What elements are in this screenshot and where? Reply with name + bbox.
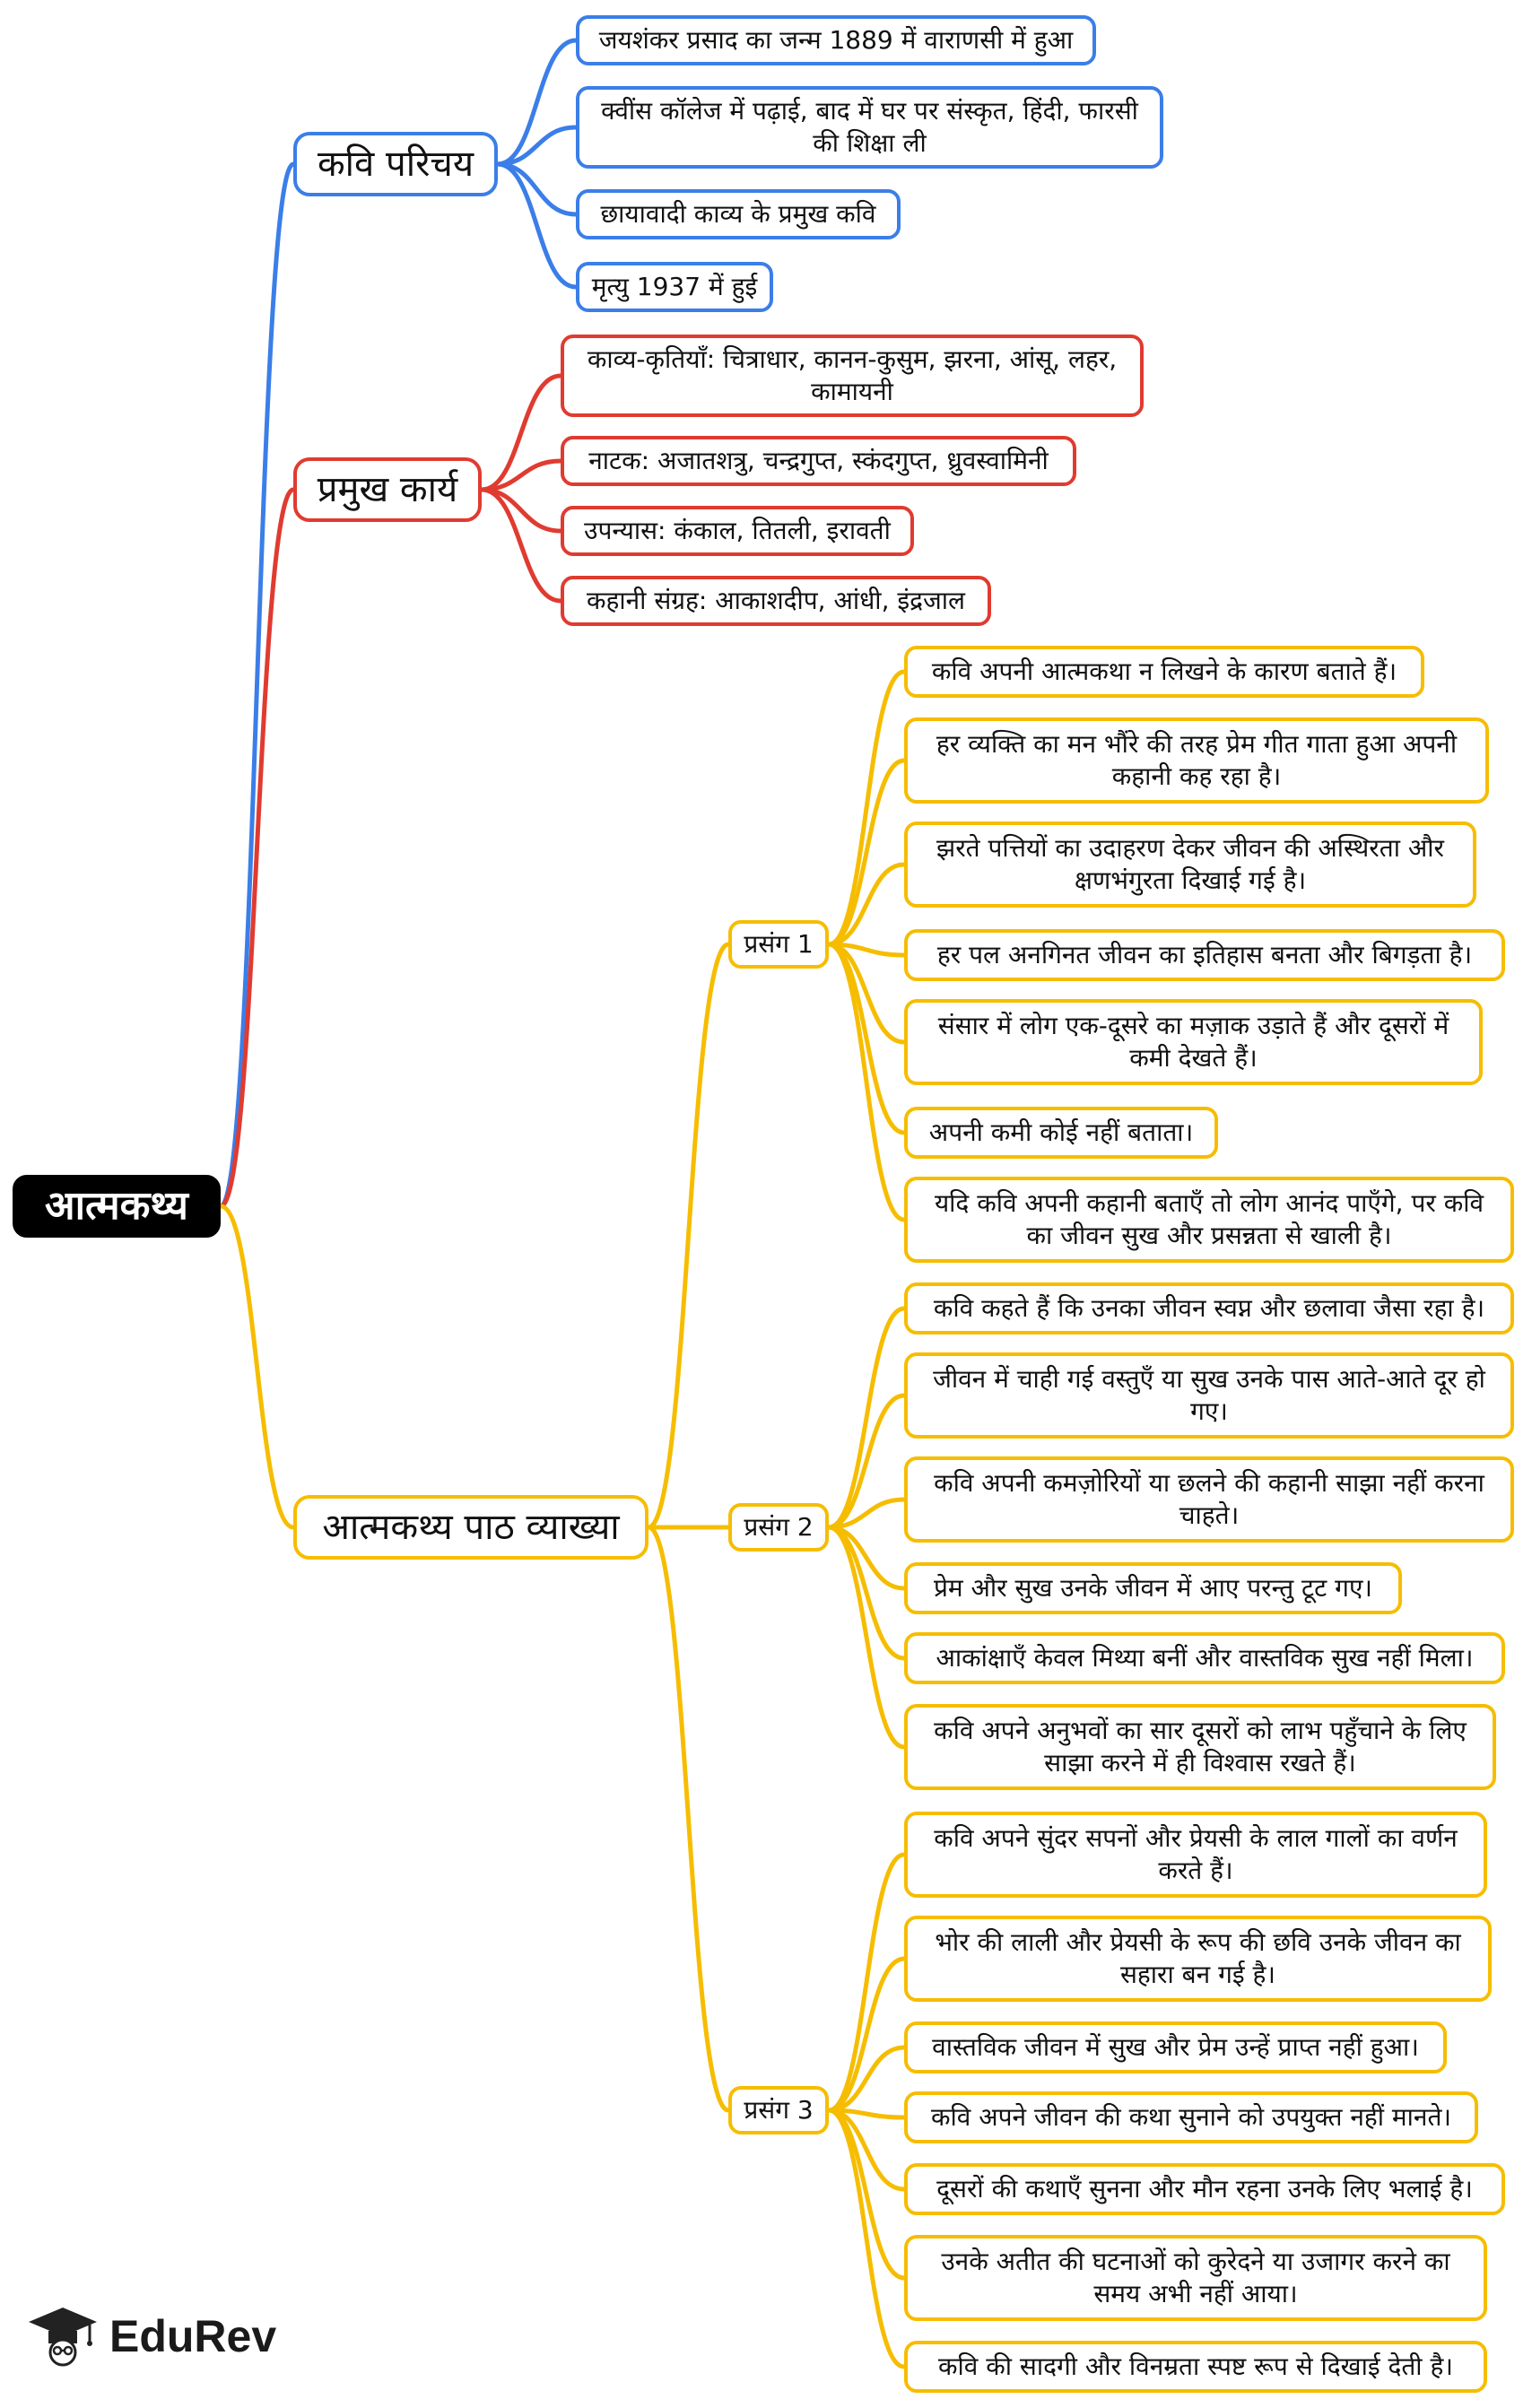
leaf-prasang2-6: कवि अपने अनुभवों का सार दूसरों को लाभ पह… [904, 1704, 1496, 1790]
leaf-prasang2-2: जीवन में चाही गई वस्तुएँ या सुख उनके पास… [904, 1352, 1514, 1439]
connector-b0-leaf-1 [497, 125, 577, 167]
leaf-prasang3-6: उनके अतीत की घटनाओं को कुरेदने या उजागर … [904, 2235, 1487, 2321]
leaf-prasang2-5: आकांक्षाएँ केवल मिथ्या बनीं और वास्तविक … [904, 1632, 1505, 1684]
connector-group1-leaf-3 [828, 1525, 905, 1591]
connector-b1-leaf-1 [481, 458, 561, 492]
leaf-kahani-sangrah: कहानी संग्रह: आकाशदीप, आंधी, इंद्रजाल [561, 576, 991, 626]
leaf-prasang1-6: अपनी कमी कोई नहीं बताता। [904, 1107, 1218, 1159]
leaf-kavya-kritiyan: काव्य-कृतियाँ: चित्राधार, कानन-कुसुम, झर… [561, 335, 1144, 417]
connector-b2-group-0 [647, 942, 730, 1530]
connector-group0-leaf-4 [828, 942, 905, 1045]
leaf-prasang1-7: यदि कवि अपनी कहानी बताएँ तो लोग आनंद पाए… [904, 1177, 1514, 1263]
leaf-prasang1-3: झरते पत्तियों का उदाहरण देकर जीवन की अस्… [904, 822, 1476, 908]
edurev-logo: EduRev [27, 2300, 276, 2372]
connector-b1-leaf-2 [481, 487, 561, 534]
leaf-prasang3-1: कवि अपने सुंदर सपनों और प्रेयसी के लाल ग… [904, 1812, 1487, 1898]
connector-group1-leaf-5 [828, 1525, 905, 1750]
leaf-mrityu: मृत्यु 1937 में हुई [576, 262, 773, 312]
connector-group1-leaf-0 [828, 1306, 905, 1530]
connector-group0-leaf-3 [828, 942, 905, 958]
leaf-prasang3-7: कवि की सादगी और विनम्रता स्पष्ट रूप से द… [904, 2341, 1487, 2393]
leaf-prasang3-2: भोर की लाली और प्रेयसी के रूप की छवि उनक… [904, 1916, 1492, 2002]
connector-b1-leaf-3 [481, 487, 561, 604]
connector-group0-leaf-5 [828, 942, 905, 1135]
connector-root-branch-2 [220, 1204, 294, 1530]
connector-group2-leaf-0 [828, 1852, 905, 2113]
prasang-1: प्रसंग 1 [728, 920, 829, 969]
leaf-janm: जयशंकर प्रसाद का जन्म 1889 में वाराणसी म… [576, 15, 1096, 65]
prasang-2: प्रसंग 2 [728, 1503, 829, 1552]
connector-b0-leaf-3 [497, 161, 577, 290]
connector-group1-leaf-1 [828, 1393, 905, 1530]
connector-group2-leaf-2 [828, 2045, 905, 2113]
connector-group0-leaf-2 [828, 862, 905, 947]
leaf-upanyas: उपन्यास: कंकाल, तितली, इरावती [561, 506, 914, 556]
branch-path-vyakhya: आत्मकथ्य पाठ व्याख्या [293, 1495, 648, 1560]
connector-group1-leaf-2 [828, 1497, 905, 1530]
connector-group1-leaf-4 [828, 1525, 905, 1661]
connector-group2-leaf-6 [828, 2108, 905, 2369]
connector-root-branch-1 [219, 487, 295, 1209]
leaf-prasang3-5: दूसरों की कथाएँ सुनना और मौन रहना उनके ल… [904, 2163, 1505, 2215]
connector-group0-leaf-0 [828, 669, 905, 947]
leaf-prasang2-3: कवि अपनी कमज़ोरियों या छलने की कहानी साझ… [904, 1456, 1514, 1543]
branch-pramukh-karya: प्रमुख कार्य [293, 457, 482, 522]
branch-kavi-parichay: कवि परिचय [293, 132, 498, 196]
connector-root-branch-0 [218, 161, 296, 1209]
leaf-prasang1-1: कवि अपनी आत्मकथा न लिखने के कारण बताते ह… [904, 646, 1424, 698]
leaf-chhayavadi: छायावादी काव्य के प्रमुख कवि [576, 189, 901, 239]
connector-group2-leaf-5 [828, 2108, 905, 2281]
connector-group0-leaf-6 [828, 942, 905, 1222]
leaf-natak: नाटक: अजातशत्रु, चन्द्रगुप्त, स्कंदगुप्त… [561, 436, 1076, 486]
connector-group2-leaf-4 [828, 2108, 905, 2192]
connector-group0-leaf-1 [828, 758, 905, 947]
leaf-prasang2-4: प्रेम और सुख उनके जीवन में आए परन्तु टूट… [904, 1562, 1402, 1614]
prasang-3: प्रसंग 3 [728, 2086, 829, 2134]
graduation-cap-icon [29, 2308, 97, 2367]
connector-b0-leaf-0 [497, 38, 577, 167]
leaf-prasang1-4: हर पल अनगिनत जीवन का इतिहास बनता और बिगड… [904, 929, 1505, 981]
connector-group2-leaf-3 [828, 2108, 905, 2120]
connector-group2-leaf-1 [828, 1956, 905, 2113]
connector-b0-leaf-2 [497, 161, 577, 217]
root-node: आत्मकथ्य [13, 1175, 221, 1238]
leaf-prasang1-2: हर व्यक्ति का मन भौंरे की तरह प्रेम गीत … [904, 717, 1489, 804]
leaf-prasang3-3: वास्तविक जीवन में सुख और प्रेम उन्हें प्… [904, 2021, 1447, 2073]
leaf-prasang1-5: संसार में लोग एक-दूसरे का मज़ाक उड़ाते ह… [904, 999, 1483, 1085]
connector-b1-leaf-0 [481, 373, 561, 492]
leaf-prasang3-4: कवि अपने जीवन की कथा सुनाने को उपयुक्त न… [904, 2091, 1478, 2143]
connector-b2-group-2 [647, 1525, 730, 2113]
edurev-brand-text: EduRev [109, 2311, 277, 2361]
leaf-prasang2-1: कवि कहते हैं कि उनका जीवन स्वप्न और छलाव… [904, 1282, 1514, 1334]
leaf-shiksha: क्वींस कॉलेज में पढ़ाई, बाद में घर पर सं… [576, 86, 1163, 169]
